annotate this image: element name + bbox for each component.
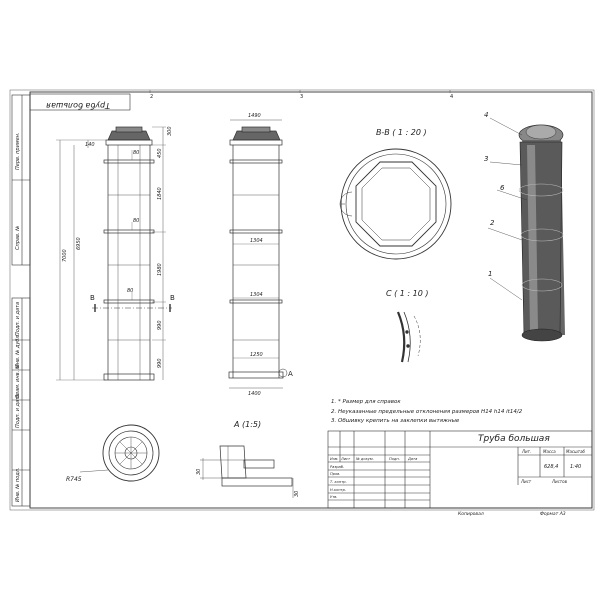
dim-990: 990	[157, 358, 163, 368]
dim-80: 80	[133, 150, 139, 156]
front-view	[56, 126, 172, 381]
balloon-2: 2	[490, 219, 495, 227]
sheet-border	[9, 89, 595, 511]
mass-label: Масса	[543, 449, 556, 454]
stamp-ndoc: № докум.	[355, 457, 374, 461]
mirrored-title: Труба большая	[46, 101, 110, 110]
lit-label: Лит.	[521, 449, 531, 454]
note-3: 3. Обшивку крепить на заклепки вытяжные	[331, 418, 460, 424]
dim-450: 450	[157, 148, 163, 158]
detail-a-mark: A	[288, 370, 293, 378]
frame-mark-3: 3	[300, 94, 303, 100]
stamp-prov: Пров.	[330, 472, 340, 476]
stamp-utv: Утв.	[330, 495, 338, 499]
stamp-razrab: Разраб.	[330, 465, 344, 469]
balloon-6: 6	[500, 184, 505, 192]
side-stamp-label: Инв. № подл.	[15, 468, 21, 503]
note-2: 2. Неуказанные предельные отклонения раз…	[331, 409, 523, 415]
dim-6950: 6950	[76, 237, 82, 250]
frame-mark-2: 2	[150, 94, 153, 100]
dim-30: 30	[196, 469, 202, 475]
scale-label: Масштаб	[566, 449, 586, 454]
cut-mark-right: B	[170, 294, 175, 302]
side-stamp-label: Взам. инв. №	[15, 364, 21, 398]
stamp-list: Лист	[340, 457, 351, 461]
dim-1490: 1490	[248, 113, 261, 119]
format-label: Формат А3	[540, 511, 566, 517]
stamp-data: Дата	[407, 457, 417, 461]
detail-c-view	[396, 311, 421, 363]
dim-1980: 1980	[157, 263, 163, 276]
title-block	[327, 430, 593, 509]
side-stamp-label: Подп. и дата	[15, 302, 21, 336]
note-1: 1. * Размер для справок	[331, 399, 401, 405]
side-stamp-label: Перв. примен.	[15, 132, 21, 170]
dim-1400: 1400	[248, 391, 261, 397]
mass-value: 628,4	[544, 464, 558, 470]
copied-label: Копировал	[458, 511, 484, 517]
balloon-4: 4	[484, 111, 488, 119]
dim-80: 80	[127, 288, 133, 294]
stamp-tkontr: Т. контр.	[330, 480, 347, 484]
balloon-3: 3	[484, 155, 488, 163]
title-block-title: Труба большая	[478, 434, 550, 444]
dim-1840: 1840	[157, 187, 163, 200]
detail-a-view	[200, 445, 294, 498]
dim-300: 300	[167, 126, 173, 136]
dim-r745: R745	[66, 476, 82, 483]
detail-c-title: C ( 1 : 10 )	[386, 289, 429, 298]
dim-1304: 1304	[250, 238, 263, 244]
dim-1250: 1250	[250, 352, 263, 358]
balloon-1: 1	[488, 270, 492, 278]
dim-80: 80	[133, 218, 139, 224]
side-stamp-label: Инв. № дубл.	[15, 334, 21, 368]
plan-view	[79, 424, 160, 482]
stamp-izm: Изм.	[330, 457, 338, 461]
sheets-label: Листов	[551, 479, 568, 484]
section-view	[339, 148, 452, 260]
dim-990: 990	[157, 320, 163, 330]
detail-a-title: A (1:5)	[233, 420, 261, 429]
sheet-label: Лист	[520, 479, 532, 484]
dim-7000: 7000	[62, 249, 68, 262]
side-stamp	[11, 94, 31, 507]
dim-140: 140	[85, 142, 95, 148]
side-view	[228, 119, 288, 389]
side-stamp-label: Справ. №	[15, 226, 21, 250]
section-title: B-B ( 1 : 20 )	[376, 128, 427, 137]
stamp-nkontr: Н.контр.	[330, 488, 346, 492]
frame-mark-4: 4	[450, 94, 453, 100]
scale-value: 1:40	[570, 464, 581, 470]
isometric-view	[487, 117, 565, 342]
cut-mark-left: B	[90, 294, 95, 302]
side-stamp-label: Подп. и дата	[15, 394, 21, 428]
dim-30: 30	[294, 491, 300, 497]
dim-1304: 1304	[250, 292, 263, 298]
stamp-podp: Подп.	[389, 457, 400, 461]
